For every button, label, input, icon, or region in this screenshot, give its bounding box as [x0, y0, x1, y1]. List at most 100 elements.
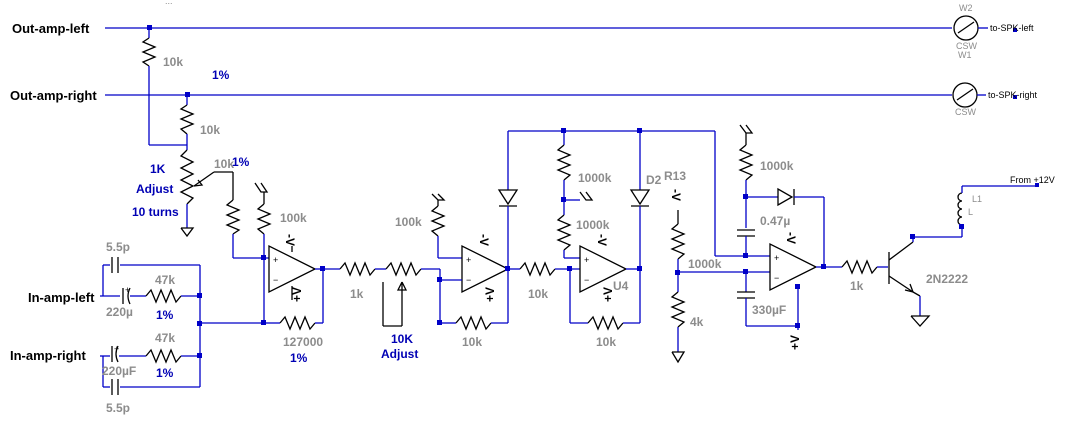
capacitor-330uF	[737, 269, 798, 327]
input-left-wiring	[100, 257, 202, 387]
svg-text:-V: -V	[595, 234, 609, 246]
svg-text:L: L	[968, 207, 973, 217]
switch-w2: W2 CSW	[953, 3, 1017, 51]
svg-text:-V: -V	[477, 234, 491, 246]
svg-text:1K: 1K	[150, 162, 166, 176]
svg-text:5.5p: 5.5p	[106, 401, 130, 415]
svg-text:−: −	[273, 275, 278, 285]
from-12v-label: From +12V	[1010, 175, 1055, 185]
resistor-10k-out-left	[141, 28, 187, 146]
resistor-10k-pot-tap	[214, 171, 269, 259]
resistor-127000-feedback	[264, 266, 325, 331]
resistor-1000k-divider: -V	[669, 189, 770, 292]
to-spk-left-label: to-SPK-left	[990, 23, 1034, 33]
svg-text:1%: 1%	[156, 308, 174, 322]
svg-text:1000k: 1000k	[576, 218, 610, 232]
svg-text:−: −	[774, 273, 779, 283]
svg-text:−: −	[584, 275, 589, 285]
svg-text:2N2222: 2N2222	[926, 272, 968, 286]
opamp-1: + −	[268, 244, 323, 294]
svg-text:10k: 10k	[163, 55, 183, 69]
svg-text:-V: -V	[283, 234, 297, 246]
resistor-10k-out-right	[179, 95, 195, 150]
svg-text:Adjust: Adjust	[136, 182, 173, 196]
svg-text:...: ...	[165, 0, 173, 6]
svg-text:+V: +V	[788, 335, 802, 350]
opamp-1-power: -V +V	[283, 234, 304, 302]
svg-text:1%: 1%	[212, 68, 230, 82]
inductor-l1	[957, 183, 1039, 237]
opamp-2: + −	[437, 244, 510, 325]
svg-text:+: +	[125, 285, 130, 295]
svg-text:-V: -V	[784, 232, 798, 244]
opamp-4-power: -V +V	[784, 232, 802, 350]
svg-text:1000k: 1000k	[578, 171, 612, 185]
svg-text:1000k: 1000k	[760, 159, 794, 173]
resistor-4k	[670, 291, 686, 364]
svg-text:Adjust: Adjust	[381, 347, 418, 361]
resistor-1000k-top	[738, 124, 754, 228]
svg-text:10k: 10k	[528, 287, 548, 301]
svg-text:W1: W1	[958, 50, 972, 60]
opamp-2-power: -V +V	[477, 234, 497, 302]
svg-text:1000k: 1000k	[688, 257, 722, 271]
opamp-u4: + −	[579, 244, 640, 294]
svg-text:+V: +V	[601, 287, 615, 302]
potentiometer-10k	[382, 261, 440, 327]
transistor-2n2222	[888, 234, 962, 327]
svg-text:10k: 10k	[214, 157, 234, 171]
svg-text:−: −	[466, 275, 471, 285]
svg-text:127000: 127000	[283, 335, 323, 349]
svg-text:R13: R13	[664, 169, 686, 183]
svg-text:47k: 47k	[155, 331, 175, 345]
out-amp-right-line	[105, 92, 952, 97]
in-amp-right-label: In-amp-right	[10, 348, 86, 363]
svg-text:+V: +V	[290, 287, 304, 302]
out-amp-left-line: ...	[105, 0, 952, 30]
resistor-1k-1	[323, 261, 386, 277]
resistor-100k-2	[430, 193, 462, 259]
svg-text:1k: 1k	[350, 287, 364, 301]
resistor-1k-2	[841, 259, 888, 275]
in-amp-left-label: In-amp-left	[28, 290, 95, 305]
svg-text:+V: +V	[483, 287, 497, 302]
svg-text:47k: 47k	[155, 273, 175, 287]
svg-text:10k: 10k	[200, 123, 220, 137]
capacitor-047u	[715, 229, 770, 258]
resistor-10k-input-2	[508, 261, 580, 277]
svg-text:1%: 1%	[290, 351, 308, 365]
switch-w1: W1 CSW	[952, 50, 1017, 117]
svg-text:4k: 4k	[690, 315, 704, 329]
svg-text:1%: 1%	[232, 155, 250, 169]
svg-text:L1: L1	[972, 194, 982, 204]
to-spk-right-label: to-SPK-right	[988, 90, 1038, 100]
resistor-100k-1	[254, 182, 272, 325]
svg-text:+: +	[466, 255, 471, 265]
svg-text:CSW: CSW	[955, 107, 977, 117]
out-amp-right-label: Out-amp-right	[10, 88, 97, 103]
svg-text:1%: 1%	[156, 366, 174, 380]
out-amp-left-label: Out-amp-left	[12, 21, 90, 36]
svg-text:100k: 100k	[395, 215, 422, 229]
svg-text:W2: W2	[959, 3, 973, 13]
potentiometer-1k	[179, 149, 215, 238]
svg-text:-V: -V	[669, 189, 683, 201]
svg-text:220µF: 220µF	[102, 364, 136, 378]
svg-text:10k: 10k	[462, 335, 482, 349]
top-rail	[497, 128, 716, 269]
opamp-u4-power: -V +V	[595, 234, 615, 302]
svg-text:+: +	[584, 255, 589, 265]
svg-text:+: +	[774, 253, 779, 263]
svg-text:1k: 1k	[850, 279, 864, 293]
diode-feedback	[746, 187, 825, 267]
svg-text:100k: 100k	[280, 211, 307, 225]
svg-text:10 turns: 10 turns	[132, 205, 179, 219]
resistor-10k-feedback-2	[569, 269, 640, 331]
resistor-10k-feedback-1	[440, 266, 510, 331]
svg-text:U4: U4	[613, 279, 629, 293]
svg-text:+: +	[114, 344, 119, 354]
opamp-4: + −	[769, 242, 842, 292]
svg-text:0.47µ: 0.47µ	[760, 214, 790, 228]
diode-d2	[629, 131, 651, 323]
